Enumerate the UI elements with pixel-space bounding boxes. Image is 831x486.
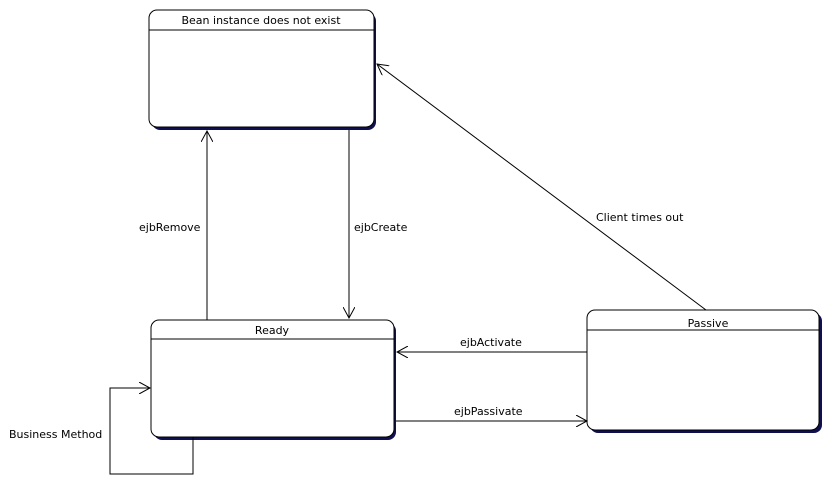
state-passive[interactable]: Passive <box>586 309 822 433</box>
transition-ejb-activate[interactable]: ejbActivate <box>397 336 587 352</box>
transition-business-method[interactable]: Business Method <box>9 388 194 475</box>
transition-label: ejbCreate <box>354 221 408 234</box>
transition-label: ejbPassivate <box>454 405 523 418</box>
transition-client-times-out[interactable]: Client times out <box>377 64 707 311</box>
state-ready[interactable]: Ready <box>150 319 396 440</box>
transition-ejb-remove[interactable]: ejbRemove <box>139 131 207 320</box>
transition-label: ejbRemove <box>139 221 201 234</box>
transition-label: Business Method <box>9 428 102 441</box>
transition-label: Client times out <box>596 211 684 224</box>
state-box <box>586 309 820 431</box>
state-box <box>148 9 375 128</box>
transition-ejb-create[interactable]: ejbCreate <box>349 130 408 318</box>
state-title: Ready <box>255 324 290 337</box>
transition-label: ejbActivate <box>460 336 522 349</box>
state-title: Bean instance does not exist <box>181 14 341 27</box>
transition-arrow <box>377 64 707 311</box>
transition-ejb-passivate[interactable]: ejbPassivate <box>396 405 587 421</box>
state-title: Passive <box>688 317 729 330</box>
state-does-not-exist[interactable]: Bean instance does not exist <box>148 9 376 130</box>
transition-arrow <box>109 388 194 475</box>
state-box <box>150 319 395 438</box>
